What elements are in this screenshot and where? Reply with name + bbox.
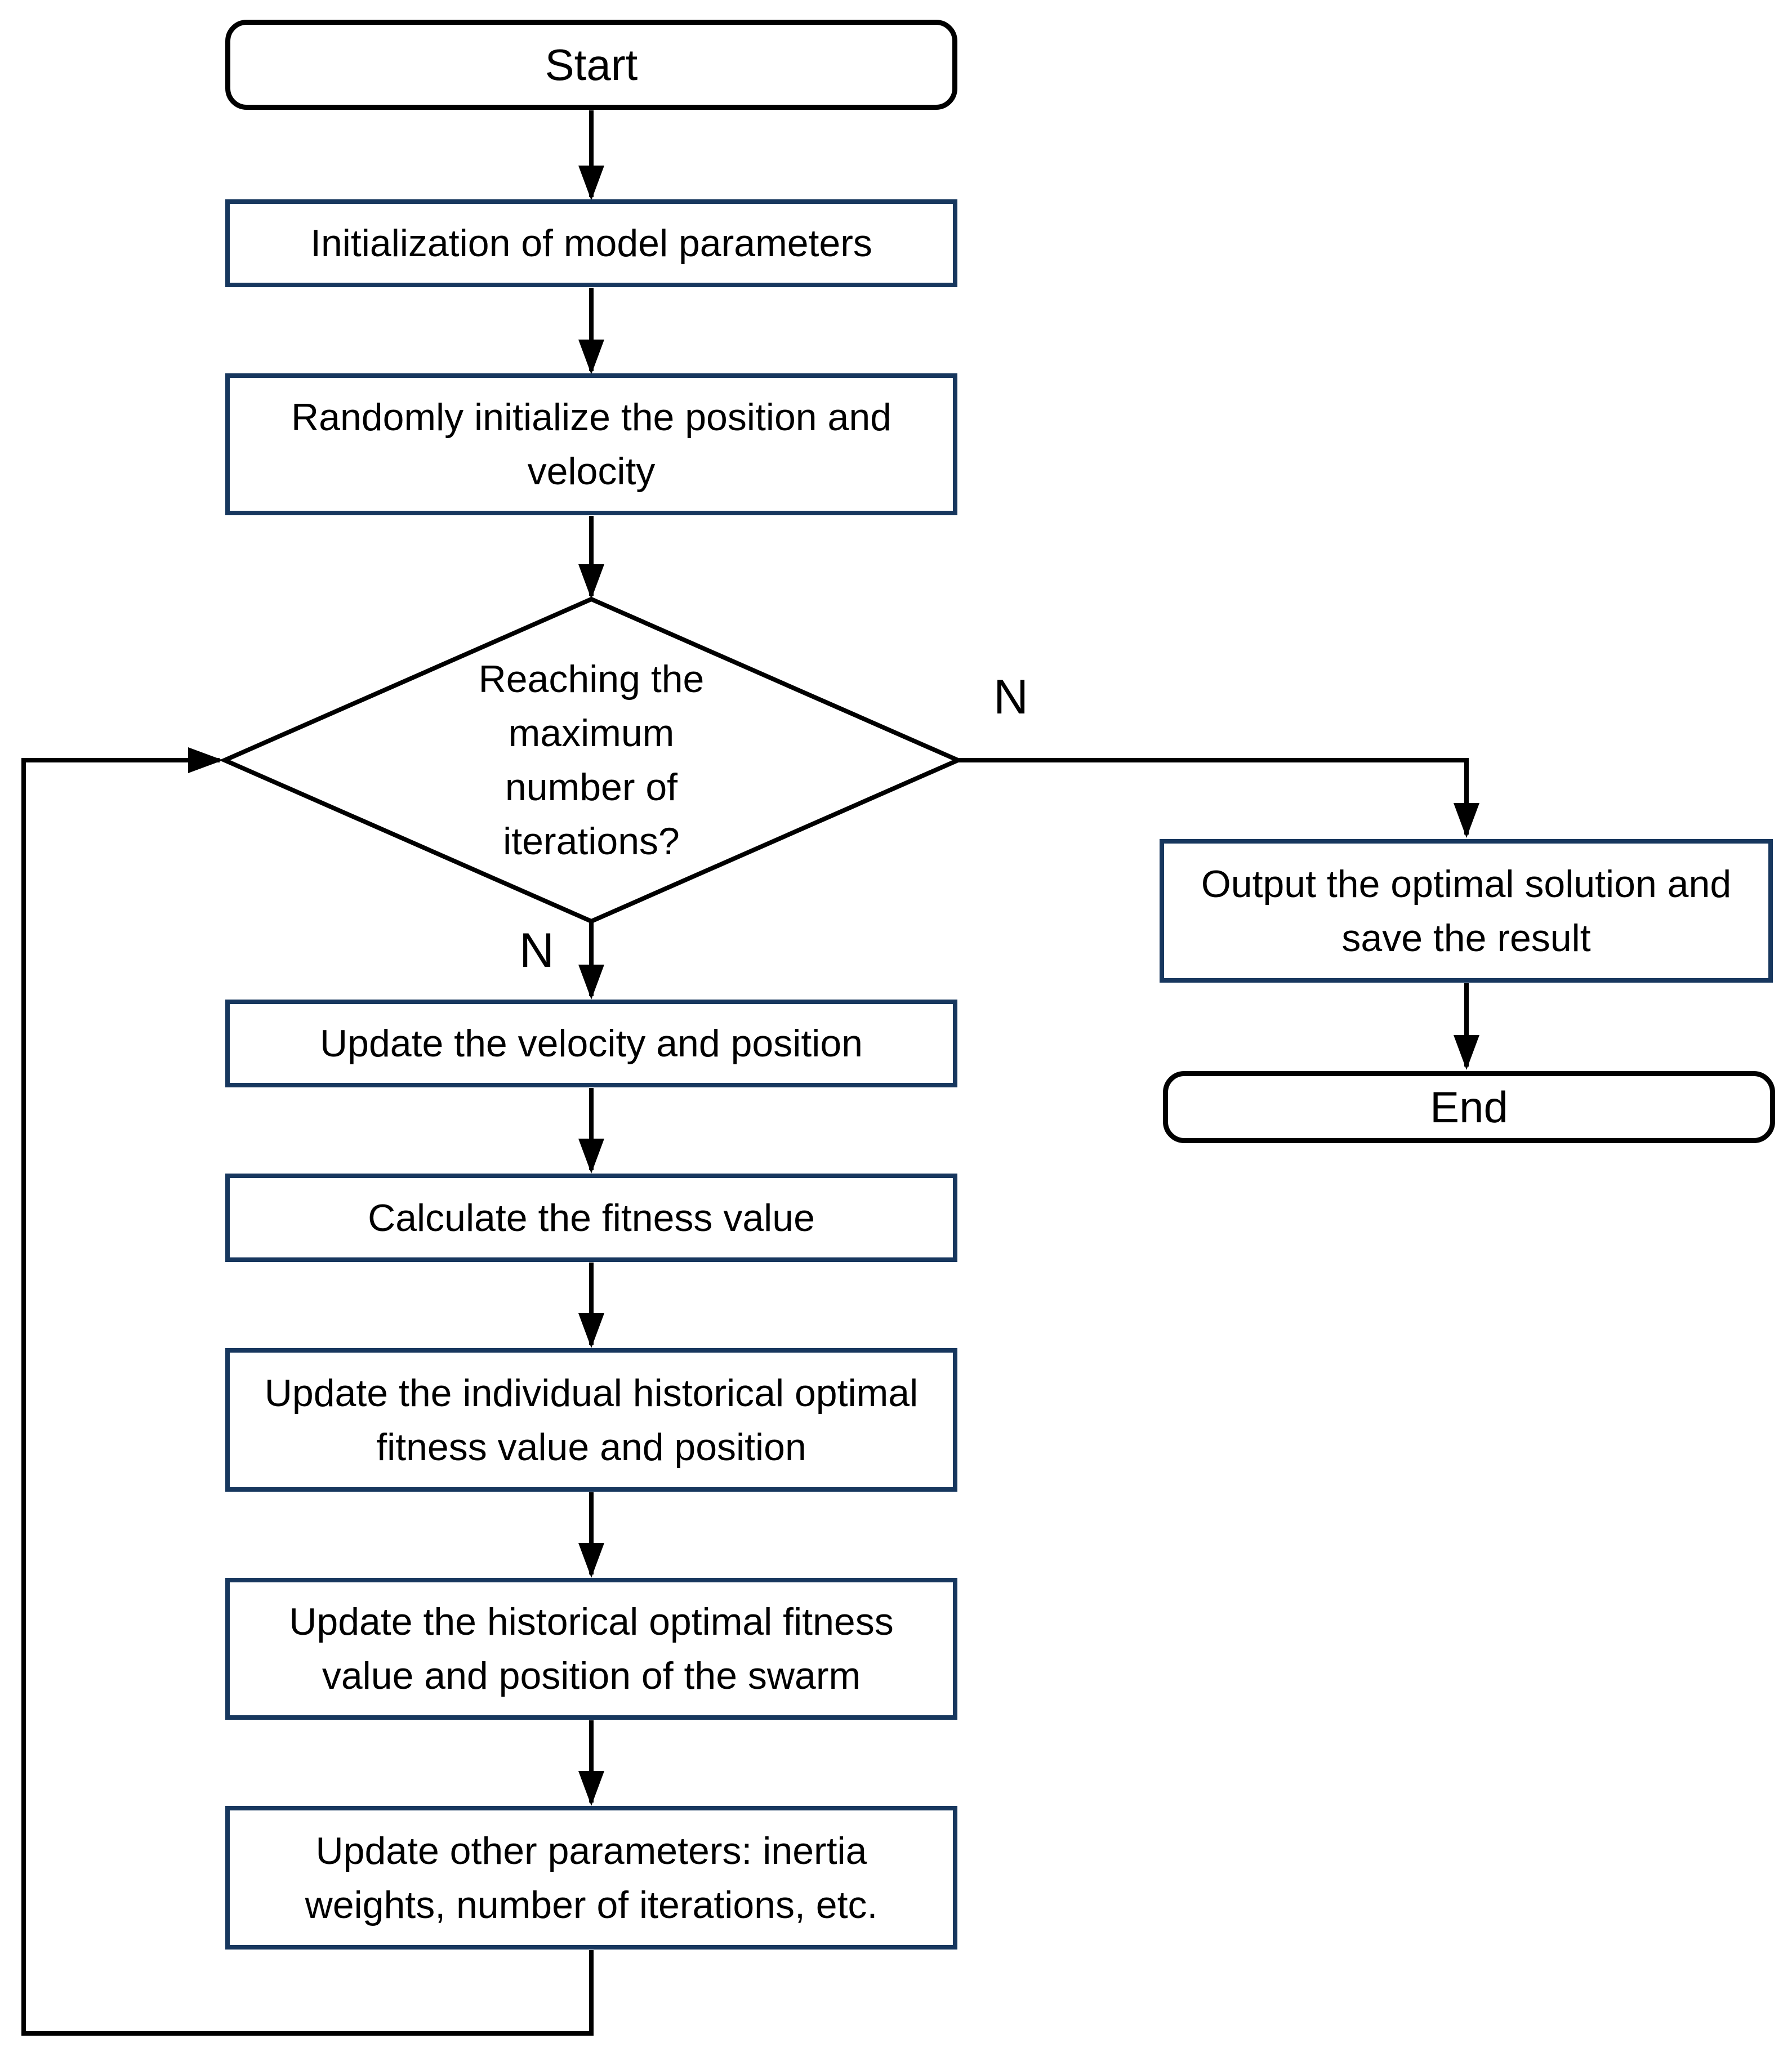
edge-label-decision-right: N [977, 663, 1045, 731]
node-end: End [1163, 1071, 1775, 1143]
node-random-init: Randomly initialize the position and vel… [225, 373, 957, 515]
node-start: Start [225, 20, 957, 110]
node-update-individual-label: Update the individual historical optimal… [264, 1371, 919, 1469]
decision-diamond-shape [219, 596, 964, 924]
node-random-init-label: Randomly initialize the position and vel… [291, 396, 891, 493]
node-output-result-label: Output the optimal solution and save the… [1201, 862, 1732, 960]
node-calc-fitness: Calculate the fitness value [225, 1174, 957, 1262]
node-output-result: Output the optimal solution and save the… [1160, 839, 1773, 983]
node-update-swarm-label: Update the historical optimal fitness va… [289, 1600, 894, 1697]
node-end-label: End [1430, 1082, 1508, 1132]
node-start-label: Start [545, 40, 638, 90]
node-calc-fitness-label: Calculate the fitness value [368, 1196, 815, 1239]
node-update-other-label: Update other parameters: inertia weights… [305, 1829, 878, 1926]
edge-label-decision-down-text: N [519, 923, 555, 978]
node-init-params-label: Initialization of model parameters [310, 222, 872, 265]
node-max-iter-decision-label: Reaching the maximum number of iteration… [478, 658, 705, 863]
node-update-swarm: Update the historical optimal fitness va… [225, 1578, 957, 1720]
node-update-velocity-label: Update the velocity and position [320, 1022, 863, 1065]
node-update-other: Update other parameters: inertia weights… [225, 1806, 957, 1950]
edge-label-decision-right-text: N [993, 670, 1029, 724]
edge-label-decision-down: N [503, 917, 570, 984]
arrow-decision-right-to-output [958, 758, 1479, 838]
node-init-params: Initialization of model parameters [225, 199, 957, 287]
node-max-iter-decision: Reaching the maximum number of iteration… [394, 611, 788, 909]
node-update-individual: Update the individual historical optimal… [225, 1348, 957, 1492]
node-update-velocity: Update the velocity and position [225, 1000, 957, 1087]
arrow-loop-back-to-decision [21, 747, 594, 2036]
